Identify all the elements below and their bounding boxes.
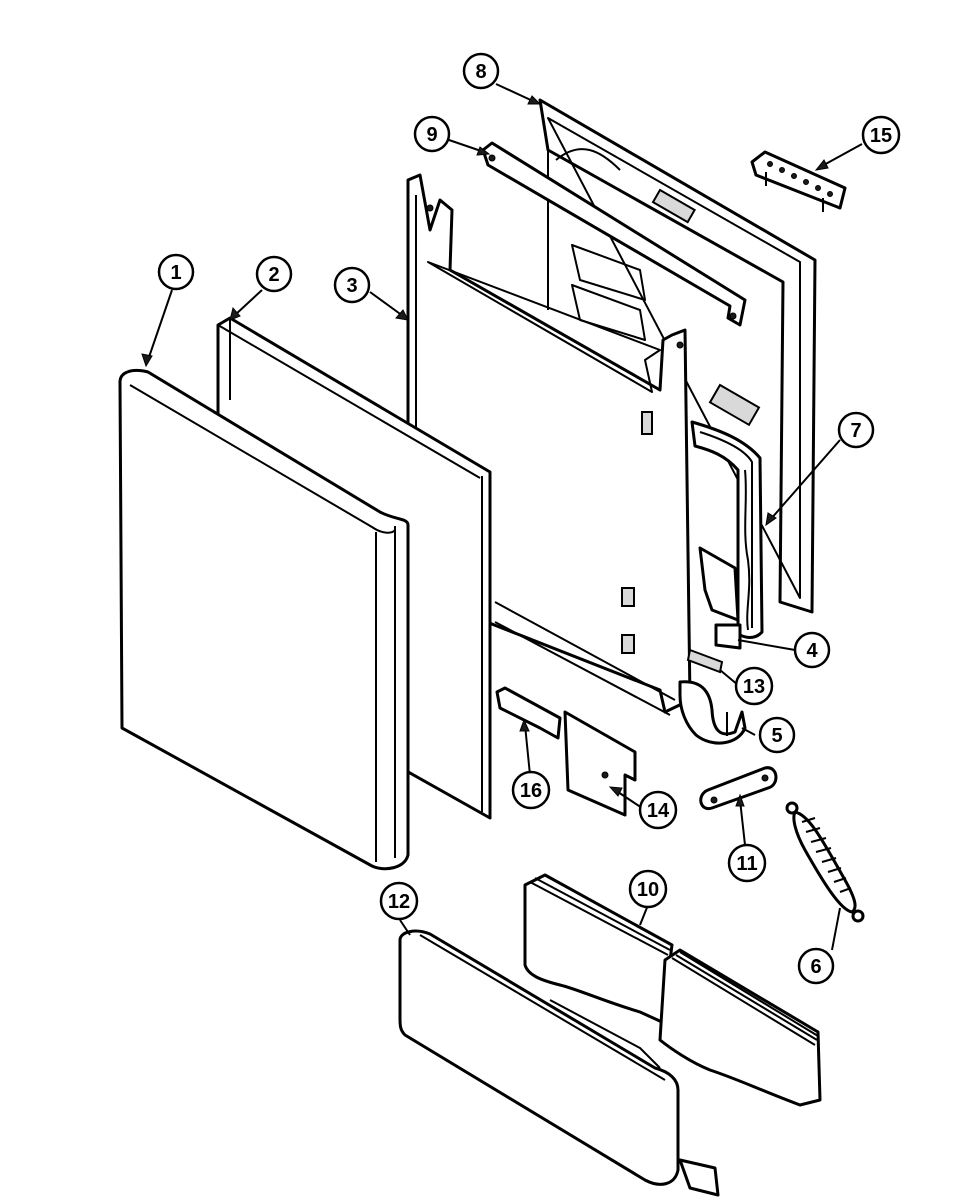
callout-1-label: 1 — [170, 262, 181, 284]
callout-6-label: 6 — [810, 956, 821, 978]
part-13-strip — [686, 648, 724, 674]
callout-12-label: 12 — [388, 891, 410, 913]
callout-7-label: 7 — [850, 420, 861, 442]
callout-9-label: 9 — [426, 124, 437, 146]
callout-8-label: 8 — [475, 61, 486, 83]
part-10-insulation — [523, 873, 822, 1107]
callout-13: 13 — [734, 666, 774, 706]
part-12-bottom-panel — [398, 929, 720, 1197]
callout-16: 16 — [511, 770, 551, 810]
callout-13-label: 13 — [743, 676, 765, 698]
callout-11: 11 — [727, 843, 767, 883]
part-5-hinge — [678, 680, 747, 745]
part-1-outer-door — [118, 368, 410, 871]
callout-9: 9 — [413, 115, 451, 153]
part-6-spring — [785, 801, 865, 923]
part-7-gasket — [690, 420, 764, 639]
part-4-latch-bracket — [698, 546, 742, 650]
callout-1: 1 — [157, 253, 195, 291]
callout-11-label: 11 — [736, 853, 757, 875]
callout-6: 6 — [797, 947, 835, 985]
part-16-bracket — [495, 686, 562, 740]
callout-3-label: 3 — [346, 275, 357, 297]
callout-14: 14 — [638, 790, 678, 830]
leader-lines — [141, 83, 863, 951]
callout-14-label: 14 — [647, 800, 670, 822]
callout-15-label: 15 — [870, 125, 892, 147]
part-14-plate — [563, 710, 637, 817]
callout-8: 8 — [462, 52, 500, 90]
callout-12: 12 — [379, 881, 419, 921]
callout-10-label: 10 — [637, 879, 659, 901]
part-11-link — [699, 766, 778, 811]
callout-5: 5 — [758, 716, 796, 754]
callout-4: 4 — [793, 631, 831, 669]
callout-16-label: 16 — [520, 780, 542, 802]
callout-7: 7 — [837, 411, 875, 449]
part-15-vent-strip — [750, 150, 847, 212]
callout-10: 10 — [628, 869, 668, 909]
callout-2: 2 — [255, 255, 293, 293]
callout-3: 3 — [333, 266, 371, 304]
part-9-brace — [481, 141, 747, 327]
callout-4-label: 4 — [806, 640, 818, 662]
callout-2-label: 2 — [268, 264, 279, 286]
callout-5-label: 5 — [771, 725, 782, 747]
callout-15: 15 — [861, 115, 901, 155]
